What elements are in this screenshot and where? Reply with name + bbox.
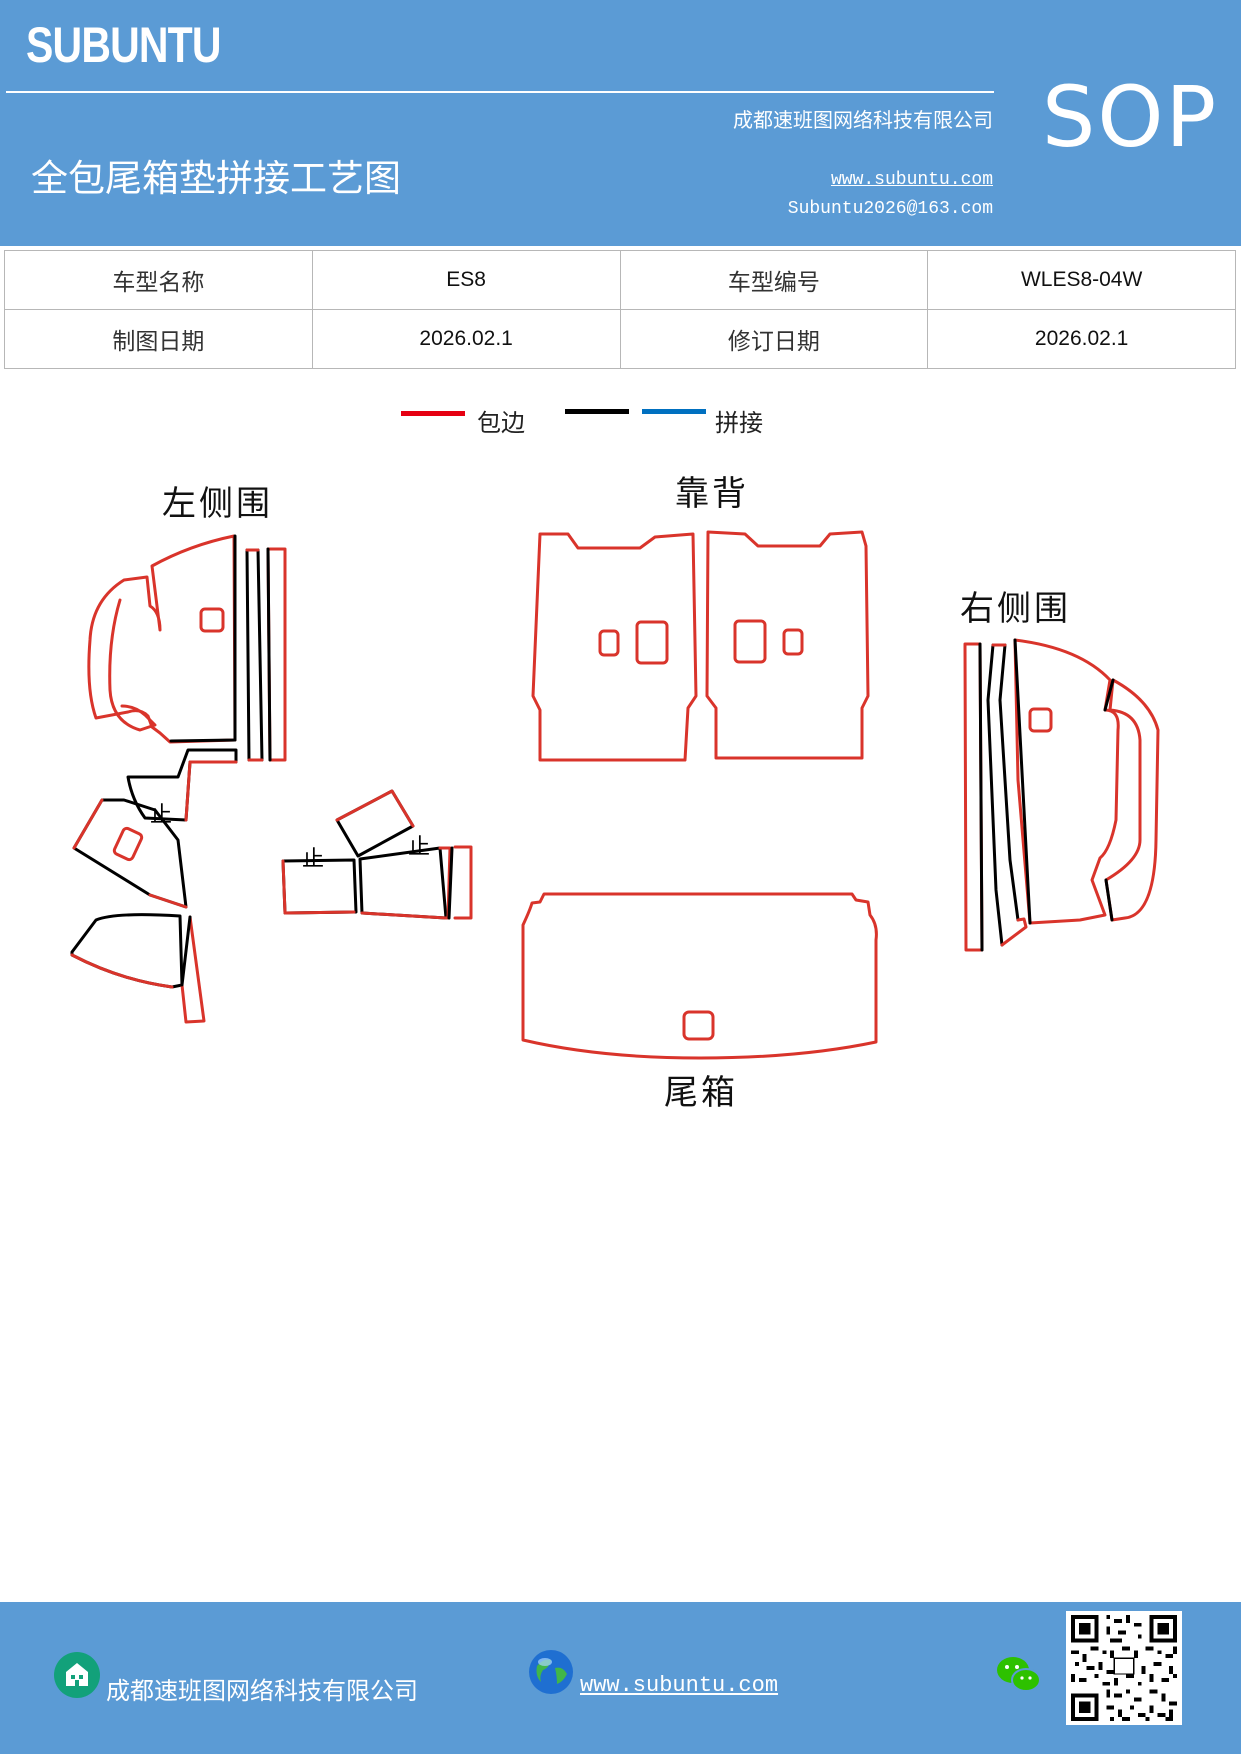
right-door-black (1103, 678, 1115, 922)
email-address: Subuntu2026@163.com (787, 199, 993, 219)
model-name-value: ES8 (311, 250, 621, 310)
right-strip-curve-red (991, 643, 1028, 947)
footer-banner: 成都速班图网络科技有限公司 www.subuntu.com (0, 1602, 1241, 1754)
mid-piece-right (358, 846, 448, 920)
footer-website-link[interactable]: www.subuntu.com (580, 1673, 779, 1698)
backrest-pieces (531, 530, 870, 762)
mid-piece-right-red (360, 846, 452, 920)
header-divider (6, 91, 994, 93)
qr-code (1066, 1611, 1182, 1725)
left-side-pieces: 止 (70, 534, 287, 1024)
right-hole (1028, 707, 1053, 733)
revise-date-label: 修订日期 (619, 309, 929, 369)
pattern-diagram: 止 止 止 (70, 530, 1160, 1060)
trunk-hole (682, 1010, 715, 1041)
right-side-pieces (963, 638, 1160, 952)
left-lower-piece-red (184, 760, 238, 822)
sop-badge: SOP (1042, 68, 1219, 166)
mid-tilted-red (335, 789, 415, 828)
legend-edge-label: 包边 (477, 409, 525, 437)
mid-piece-left-red (281, 859, 356, 915)
left-hole (199, 607, 225, 633)
info-table: 车型名称 ES8 车型编号 WLES8-04W 制图日期 2026.02.1 修… (4, 250, 1236, 369)
right-strip-outer-black (978, 642, 984, 952)
revise-date-value: 2026.02.1 (927, 309, 1236, 369)
company-name: 成都速班图网络科技有限公司 (733, 108, 993, 132)
label-right-side: 右侧围 (960, 589, 1071, 629)
backrest-left-hole-large (635, 620, 669, 665)
right-main-panel (1013, 638, 1120, 925)
website-link[interactable]: www.subuntu.com (830, 170, 993, 190)
backrest-right-hole-large (733, 619, 767, 664)
mid-strip-black (447, 846, 454, 920)
middle-small-pieces: 止 止 (281, 789, 473, 920)
trunk-pieces (521, 892, 878, 1060)
footer-company: 成都速班图网络科技有限公司 (106, 1677, 418, 1705)
left-bottom-strip (180, 915, 192, 987)
right-door-piece (1104, 678, 1160, 922)
left-strip-3b (266, 547, 272, 762)
legend-splice-swatch (642, 409, 706, 414)
left-main-panel (87, 534, 237, 744)
left-main-window (108, 598, 157, 732)
left-strip-1 (245, 548, 264, 762)
label-backrest: 靠背 (675, 474, 749, 514)
trunk-floor-panel (521, 892, 878, 1060)
model-code-value: WLES8-04W (927, 250, 1236, 310)
right-main-black (1013, 638, 1032, 925)
table-row: 制图日期 2026.02.1 修订日期 2026.02.1 (4, 309, 1236, 369)
wechat-icon[interactable] (995, 1654, 1043, 1696)
qr-code-pattern (1070, 1614, 1178, 1722)
legend-black-swatch (565, 409, 629, 414)
right-strip-curve (986, 643, 1020, 947)
left-strip-2 (245, 548, 264, 762)
mid-strip (453, 845, 473, 920)
left-main-inner (169, 534, 237, 743)
backrest-right-hole-small (782, 628, 804, 656)
backrest-left-hole-small (598, 629, 620, 657)
backrest-left-panel (531, 532, 698, 762)
left-lower-piece (126, 748, 238, 822)
table-row: 车型名称 ES8 车型编号 WLES8-04W (4, 250, 1236, 310)
left-quad-hole (112, 826, 144, 862)
model-name-label: 车型名称 (4, 250, 313, 310)
left-bottom-red (70, 915, 206, 1024)
backrest-right-panel (705, 530, 870, 760)
legend: 包边 拼接 (0, 400, 1241, 440)
model-code-label: 车型编号 (619, 250, 929, 310)
left-quad-red (72, 798, 188, 909)
document-title: 全包尾箱垫拼接工艺图 (31, 157, 401, 200)
label-trunk: 尾箱 (664, 1073, 738, 1113)
legend-edge-swatch (401, 411, 465, 416)
draw-date-label: 制图日期 (4, 309, 313, 369)
label-left-side: 左侧围 (162, 484, 273, 524)
stop-mark: 止 (302, 847, 324, 872)
draw-date-value: 2026.02.1 (311, 309, 621, 369)
left-quad-piece (72, 798, 188, 909)
building-icon (54, 1652, 100, 1698)
globe-icon (529, 1650, 573, 1694)
brand-logo: SUBUNTU (26, 17, 222, 73)
legend-splice-label: 拼接 (715, 409, 763, 437)
stop-mark: 止 (408, 835, 430, 860)
header-banner: SUBUNTU 成都速班图网络科技有限公司 全包尾箱垫拼接工艺图 www.sub… (0, 0, 1241, 246)
